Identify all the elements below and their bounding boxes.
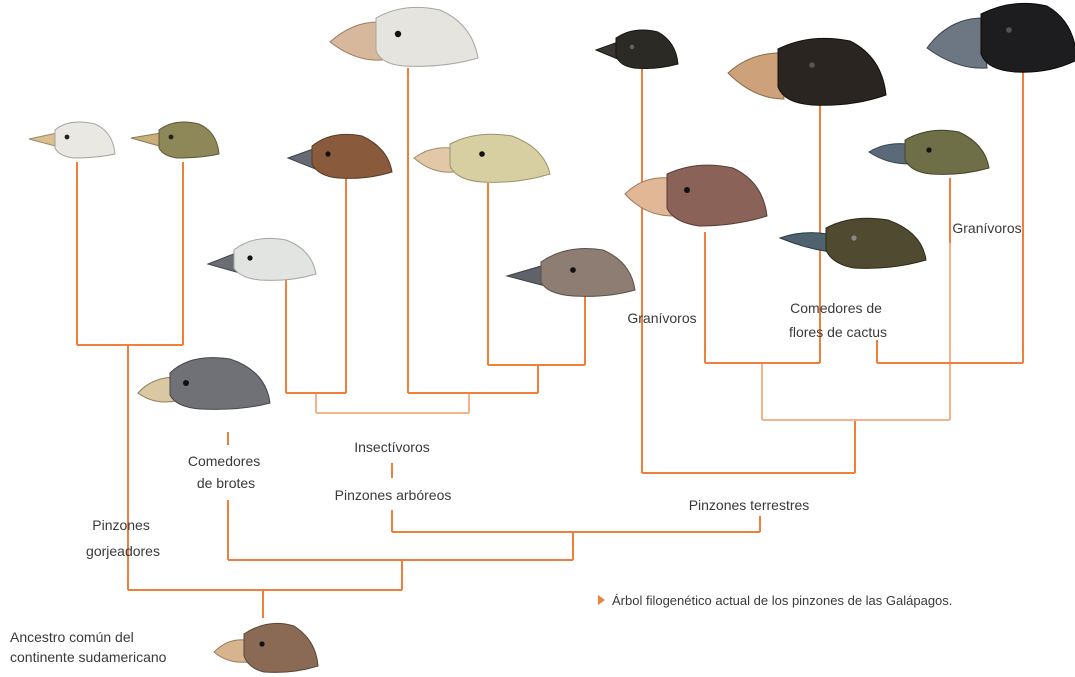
caption-marker-icon [598, 595, 605, 605]
cactus-finch-olive-icon [780, 218, 926, 268]
cactus-finch-large-icon [728, 38, 886, 105]
label-bud-eaters: Comedores de brotes [188, 453, 264, 491]
label-ancestor: Ancestro común del continente sudamerica… [10, 629, 167, 665]
warbler-finch-pale-icon [29, 122, 115, 158]
tree-finch-mottled-icon [507, 249, 635, 297]
tree-finch-white-icon [208, 238, 316, 280]
label-granivores-right: Granívoros [952, 220, 1021, 236]
sharp-beaked-finch-icon [869, 130, 989, 174]
tree-finch-buff-icon [414, 134, 550, 182]
vegetarian-finch-icon [138, 358, 270, 410]
large-ground-finch-icon [927, 3, 1075, 72]
ground-finch-small-dark-icon [596, 30, 678, 69]
warbler-finch-olive-icon [131, 122, 219, 158]
label-warbler-finches: Pinzones gorjeadores [86, 517, 160, 559]
figure-caption: Árbol filogenético actual de los pinzone… [598, 593, 952, 608]
label-granivores-left: Granívoros [627, 310, 696, 326]
bird-heads [29, 3, 1075, 672]
label-ground-finches: Pinzones terrestres [689, 497, 810, 513]
ground-finch-medium-icon [625, 165, 767, 226]
label-insectivores: Insectívoros [354, 439, 429, 455]
caption-text: Árbol filogenético actual de los pinzone… [612, 593, 952, 608]
label-cactus-eaters: Comedores de flores de cactus [789, 300, 887, 340]
tree-finch-rufous-icon [288, 134, 392, 178]
label-tree-finches: Pinzones arbóreos [335, 487, 452, 503]
ancestor-finch-icon [214, 623, 318, 672]
woodpecker-finch-icon [330, 7, 478, 66]
